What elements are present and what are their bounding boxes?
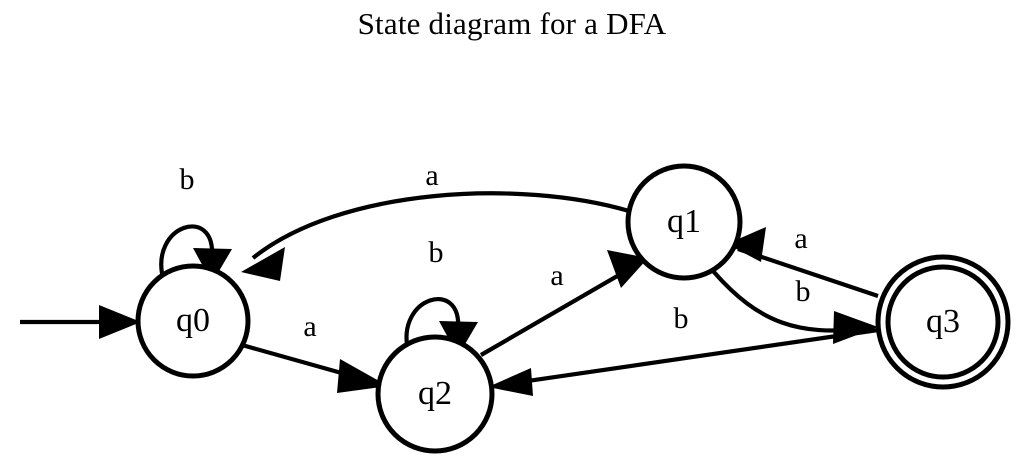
edge-q1-q3-arrow-head bbox=[833, 311, 878, 344]
edge-q0-q2-arrow-head bbox=[337, 359, 388, 393]
state-node-q0[interactable]: q0 bbox=[135, 263, 251, 379]
state-label-q0: q0 bbox=[176, 302, 210, 339]
state-circle-q3-inner bbox=[885, 264, 1001, 380]
state-node-q1[interactable]: q1 bbox=[625, 163, 743, 281]
edge-q3-q1-arrow-head bbox=[727, 227, 766, 262]
edge-q3-q2-line bbox=[499, 327, 879, 388]
state-node-q3[interactable]: q3 bbox=[875, 254, 1011, 390]
edge-label-q1-q3: b bbox=[796, 275, 811, 308]
start-arrow bbox=[20, 305, 141, 339]
edge-q0-q0-path bbox=[159, 224, 215, 279]
edge-q3-q2[interactable]: b bbox=[488, 302, 879, 396]
edge-q2-q2[interactable]: b bbox=[404, 236, 478, 356]
edge-label-q3-q2: b bbox=[674, 302, 689, 335]
edge-label-q2-q1: a bbox=[550, 259, 563, 292]
edge-q0-q0[interactable]: b bbox=[159, 163, 232, 283]
start-arrow-head bbox=[99, 305, 141, 339]
edge-q2-q2-path bbox=[404, 297, 461, 351]
state-circle-q2 bbox=[375, 334, 495, 454]
state-label-q2: q2 bbox=[418, 375, 452, 412]
edge-q1-q0-arrow-head bbox=[241, 247, 285, 281]
edge-q3-q1[interactable]: a bbox=[727, 222, 879, 298]
edge-q2-q1-arrow-head bbox=[607, 250, 648, 288]
edge-label-q2-q2: b bbox=[429, 236, 444, 269]
edge-q0-q2[interactable]: a bbox=[241, 310, 388, 393]
edge-q1-q0[interactable]: a bbox=[241, 159, 630, 281]
edge-q2-q1[interactable]: a bbox=[479, 250, 648, 357]
state-circle-q1 bbox=[625, 163, 743, 281]
edge-label-q0-q0: b bbox=[180, 163, 195, 196]
edge-q3-q2-arrow-head bbox=[488, 368, 533, 396]
page-title: State diagram for a DFA bbox=[357, 6, 667, 41]
edge-label-q0-q2: a bbox=[303, 310, 316, 343]
state-label-q1: q1 bbox=[667, 203, 701, 240]
edge-q2-q2-arrow-head bbox=[439, 321, 478, 356]
edge-label-q3-q1: a bbox=[794, 222, 807, 255]
edge-q0-q0-arrow-head bbox=[193, 248, 232, 283]
edge-label-q1-q0: a bbox=[425, 159, 438, 192]
state-circle-q0 bbox=[135, 263, 251, 379]
edge-q1-q0-path bbox=[251, 191, 630, 260]
state-node-q2[interactable]: q2 bbox=[375, 334, 495, 454]
edge-q2-q1-line bbox=[479, 262, 640, 357]
state-label-q3: q3 bbox=[926, 303, 960, 340]
